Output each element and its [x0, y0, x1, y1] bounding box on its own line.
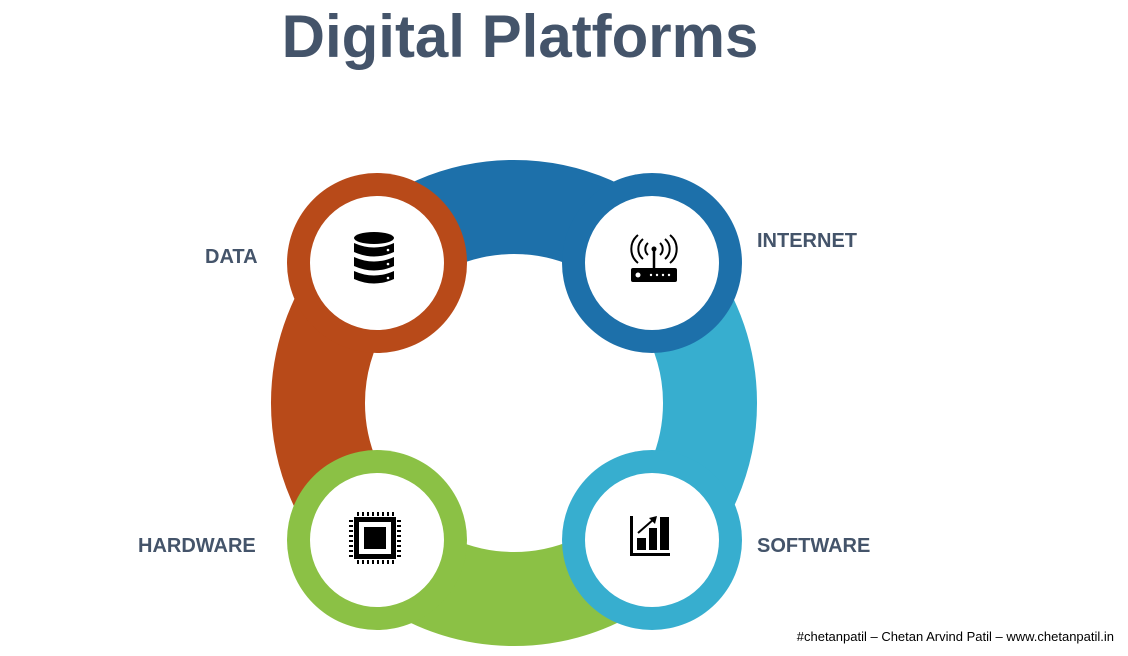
- router-icon: [630, 234, 678, 282]
- database-icon: [354, 232, 394, 284]
- chip-icon: [349, 512, 401, 564]
- label-data: DATA: [205, 246, 258, 268]
- node-software: [562, 450, 742, 630]
- node-hardware: [287, 450, 467, 630]
- bar-chart-icon: [630, 516, 670, 556]
- label-internet: INTERNET: [757, 230, 857, 252]
- footer-credit: #chetanpatil – Chetan Arvind Patil – www…: [796, 629, 1114, 644]
- node-data: [287, 173, 467, 353]
- page-title: Digital Platforms: [281, 3, 759, 70]
- label-software: SOFTWARE: [757, 535, 871, 557]
- node-internet: [562, 173, 742, 353]
- label-hardware: HARDWARE: [138, 535, 256, 557]
